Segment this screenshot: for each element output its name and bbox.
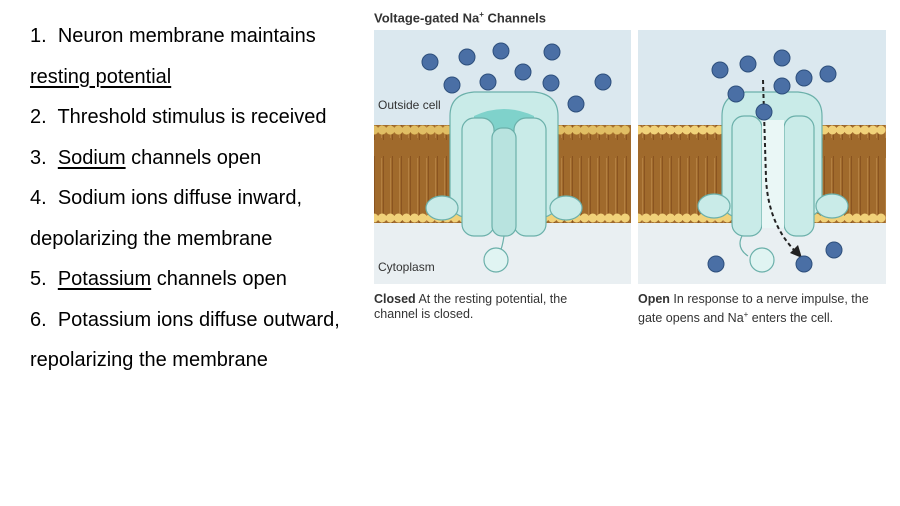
step-item-5: 5. Potassium channels open (30, 268, 287, 290)
outside-cell-label: Outside cell (378, 98, 441, 112)
step-item-6: 6. Potassium ions diffuse outward, repol… (30, 308, 340, 372)
closed-panel: Outside cell Cytoplasm (374, 30, 631, 284)
figure-title: Voltage-gated Na+ Channels (374, 10, 547, 26)
ion-flow-arrow (762, 79, 802, 258)
sodium-ions-open (707, 49, 843, 273)
sodium-ions-closed (421, 42, 612, 113)
sodium-channel-open (697, 91, 849, 273)
step-item-1: 1. Neuron membrane maintains resting pot… (30, 25, 316, 88)
step-item-2: 2. Threshold stimulus is received (30, 106, 327, 128)
open-caption: Open In response to a nerve impulse, the… (638, 292, 869, 326)
step-item-3: 3. Sodium channels open (30, 146, 262, 169)
sodium-channel-closed (425, 91, 583, 273)
open-panel (638, 30, 886, 284)
closed-caption: Closed At the resting potential, the cha… (374, 292, 568, 321)
steps-list: 1. Neuron membrane maintains resting pot… (30, 16, 350, 381)
cytoplasm-label: Cytoplasm (378, 260, 435, 274)
channel-diagram: Outside cell Cytoplasm (374, 30, 886, 284)
step-item-4: 4. Sodium ions diffuse inward, depolariz… (30, 187, 303, 250)
